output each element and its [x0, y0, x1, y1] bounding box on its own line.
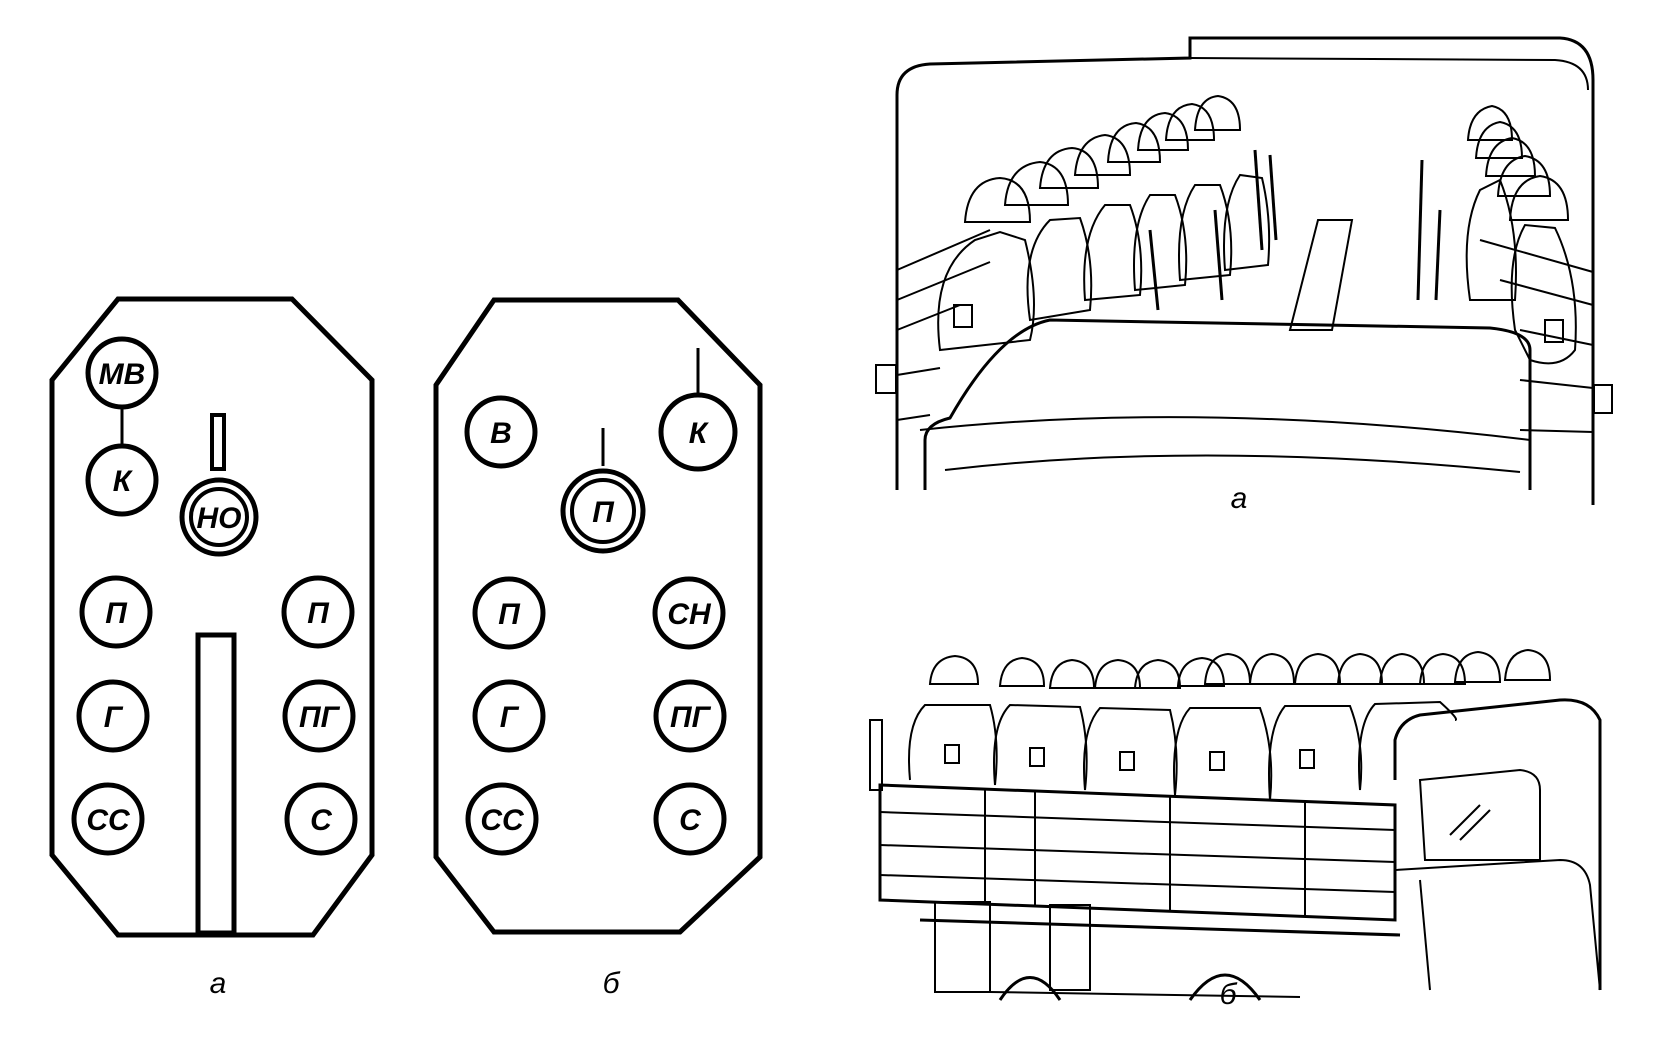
seat-l3-b: СС	[465, 782, 539, 856]
seat-l2-a: Г	[76, 679, 150, 753]
chassis	[919, 901, 1401, 1001]
cargo-body	[869, 719, 1397, 922]
seat-r1-a: П	[281, 575, 355, 649]
seat-k-a-label: К	[113, 465, 134, 498]
canopy-outline	[895, 36, 1595, 505]
seat-r1-b-label: СН	[667, 598, 712, 631]
seat-r2-b: ПГ	[653, 679, 727, 753]
seat-l3-b-label: СС	[480, 804, 525, 837]
seat-r1-b: СН	[652, 576, 726, 650]
seating-diagram-a: МВ К НО П Г СС П	[49, 296, 375, 1000]
caption-a: а	[210, 967, 227, 1000]
seat-l1-a-label: П	[105, 597, 128, 630]
right-soldier-row	[1416, 104, 1577, 365]
seat-r3-a: С	[284, 782, 358, 856]
seat-v-b-label: В	[490, 417, 512, 450]
vehicle-outline-b	[433, 297, 763, 935]
vehicle-outline-a	[49, 296, 375, 938]
seat-r2-a: ПГ	[282, 679, 356, 753]
truck-side-illustration: б	[869, 648, 1602, 1011]
seat-v-b: В	[464, 395, 538, 469]
seat-l2-b: Г	[472, 679, 546, 753]
seat-l1-b-label: П	[498, 598, 521, 631]
seat-k-b: К	[658, 348, 738, 472]
truck-cab	[1393, 698, 1602, 991]
seat-r1-a-label: П	[307, 597, 330, 630]
seat-r3-b-label: С	[679, 804, 702, 837]
seat-p-b: П	[560, 428, 646, 554]
seat-mv-a: МВ	[85, 336, 159, 410]
caption-illustration-b: б	[1220, 978, 1238, 1011]
caption-b: б	[603, 967, 621, 1000]
seat-l2-a-label: Г	[104, 701, 124, 734]
caption-illustration-a: а	[1231, 482, 1248, 515]
seat-no-a: НО	[179, 413, 259, 557]
seat-k-b-label: К	[689, 417, 710, 450]
seat-r2-a-label: ПГ	[299, 701, 341, 734]
seat-no-a-label: НО	[197, 502, 242, 535]
seat-l3-a-label: СС	[86, 804, 131, 837]
seating-diagram-b: В К П П Г СС СН	[433, 297, 763, 1000]
truck-rear-illustration: а	[875, 36, 1613, 515]
bench-a	[195, 632, 237, 936]
seat-l1-a: П	[79, 575, 153, 649]
seat-k-a: К	[85, 443, 159, 517]
seat-l1-b: П	[472, 576, 546, 650]
left-soldier-row	[937, 94, 1278, 352]
seat-r3-b: С	[653, 782, 727, 856]
seat-l2-b-label: Г	[500, 701, 520, 734]
standing-soldier-row	[908, 648, 1552, 801]
seat-p-b-label: П	[592, 496, 615, 529]
seat-mv-a-label: МВ	[99, 358, 146, 391]
seat-r3-a-label: С	[310, 804, 333, 837]
seat-r2-b-label: ПГ	[670, 701, 712, 734]
center-bench	[1288, 219, 1354, 331]
seat-l3-a: СС	[71, 782, 145, 856]
